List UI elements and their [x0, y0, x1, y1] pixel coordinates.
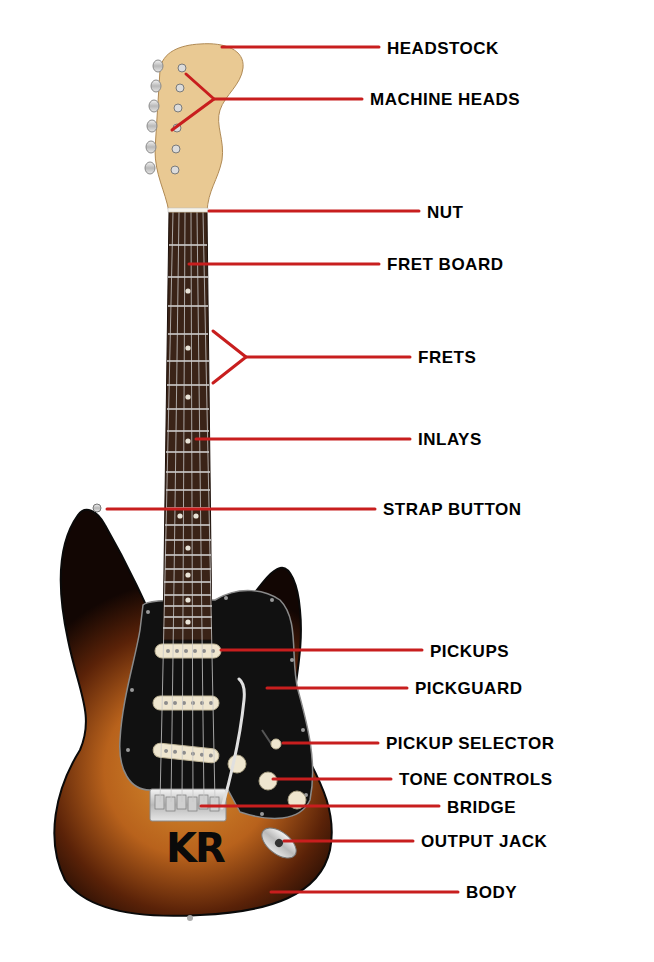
part-label: BRIDGE: [447, 799, 516, 816]
nut: [168, 208, 208, 212]
inlay-dots: [177, 288, 198, 624]
control-knobs: [228, 755, 306, 809]
part-label: STRAP BUTTON: [383, 501, 522, 518]
part-label: BODY: [466, 884, 517, 901]
tuner-posts: [171, 64, 186, 174]
strings: [160, 212, 215, 802]
pickguard-screws: [126, 596, 308, 816]
pickguard: [120, 591, 313, 819]
part-label: OUTPUT JACK: [421, 833, 547, 850]
part-label: HEADSTOCK: [387, 40, 499, 57]
part-label: NUT: [427, 204, 463, 221]
pickup-selector: [262, 730, 281, 749]
part-label: INLAYS: [418, 431, 482, 448]
headstock: [155, 44, 243, 212]
strap-button: [93, 504, 101, 512]
part-label: FRETS: [418, 349, 476, 366]
logo-text: KR: [166, 828, 224, 868]
leader-lines: [107, 47, 458, 892]
part-label: PICKGUARD: [415, 680, 522, 697]
tuner-keys: [145, 60, 163, 174]
part-label: MACHINE HEADS: [370, 91, 520, 108]
part-label: TONE CONTROLS: [399, 771, 553, 788]
part-label: PICKUP SELECTOR: [386, 735, 554, 752]
part-label: FRET BOARD: [387, 256, 503, 273]
strap-button: [187, 915, 193, 921]
output-jack: [256, 822, 301, 864]
part-label: PICKUPS: [430, 643, 509, 660]
tremolo-arm: [222, 679, 244, 808]
